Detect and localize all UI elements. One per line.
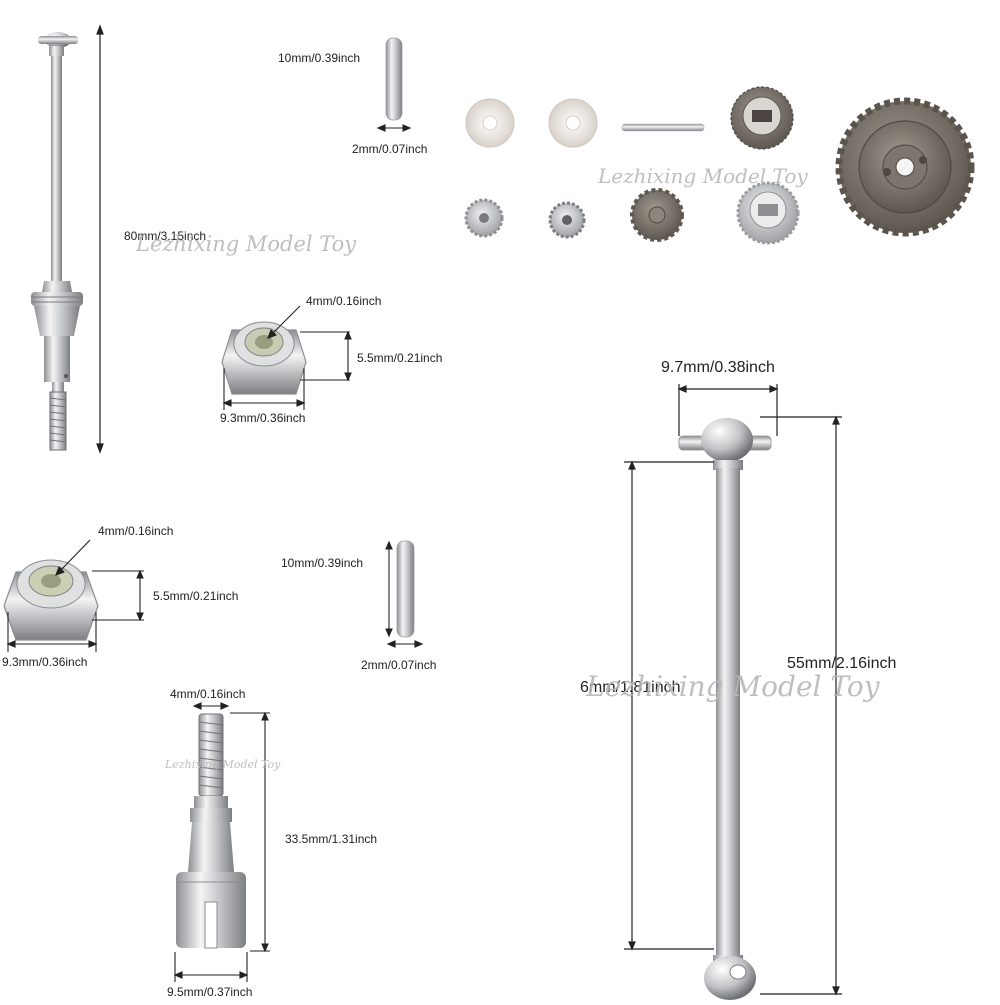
- wheel-cup-shaft: [176, 713, 246, 949]
- cvd-drive-shaft: [31, 32, 83, 451]
- nut1-bore-label: 4mm/0.16inch: [306, 294, 382, 308]
- nut2-bore-label: 4mm/0.16inch: [98, 524, 174, 538]
- nut1-height-label: 5.5mm/0.21inch: [357, 351, 443, 365]
- watermark-right: Lezhixing Model Toy: [586, 670, 880, 703]
- pin-top-diameter-label: 2mm/0.07inch: [352, 142, 428, 156]
- shaft-dimension-line: [96, 24, 104, 454]
- pin-mid-diameter-label: 2mm/0.07inch: [361, 658, 437, 672]
- dogbone-head-width-label: 9.7mm/0.38inch: [661, 359, 775, 376]
- shaft-length-label: 80mm/3.15inch: [124, 229, 207, 243]
- dogbone-shaft-length-label: 6mm/1.81inch: [580, 679, 681, 696]
- pin-top: [376, 37, 412, 132]
- dogbone-length-label: 55mm/2.16inch: [787, 655, 897, 672]
- nut2-width-label: 9.3mm/0.36inch: [2, 655, 88, 669]
- pin-mid-length-label: 10mm/0.39inch: [281, 556, 364, 570]
- cup-diameter-label: 9.5mm/0.37inch: [167, 985, 253, 999]
- dogbone-drive-shaft: [678, 418, 772, 1000]
- pin-top-length-label: 10mm/0.39inch: [278, 51, 361, 65]
- nut2-height-label: 5.5mm/0.21inch: [153, 589, 239, 603]
- differential-gear-set: [464, 86, 975, 245]
- lock-nut-2: [3, 539, 144, 652]
- dogbone-dimension-lines: [624, 384, 842, 996]
- lock-nut-1: [221, 305, 352, 410]
- watermark-top-left: Lezhixing Model Toy: [136, 232, 357, 256]
- pin-middle: [385, 540, 424, 648]
- cup-length-label: 33.5mm/1.31inch: [285, 832, 378, 846]
- cup-dimension-lines: [173, 702, 270, 982]
- watermark-bottom-left: Lezhixing Model Toy: [165, 758, 281, 771]
- watermark-top-right: Lezhixing Model Toy: [598, 164, 808, 188]
- nut1-width-label: 9.3mm/0.36inch: [220, 411, 306, 425]
- cup-thread-label: 4mm/0.16inch: [170, 687, 246, 701]
